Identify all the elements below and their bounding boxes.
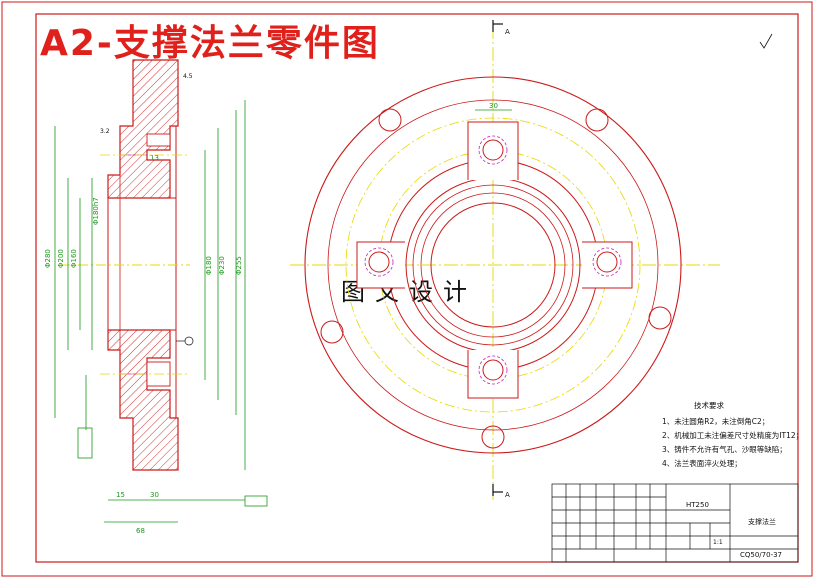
section-bore <box>107 197 177 331</box>
section-mark-top: A <box>505 28 510 36</box>
svg-text:68: 68 <box>136 527 145 535</box>
roughness-symbol <box>759 33 773 49</box>
tech-req-item-1: 1、未注圆角R2，未注倒角C2； <box>662 416 769 426</box>
title-block-scale: 1:1 <box>713 539 723 546</box>
title-block-material: HT250 <box>686 501 709 509</box>
svg-text:15: 15 <box>116 491 125 499</box>
tech-req-heading: 技术要求 <box>694 400 724 410</box>
section-hatch-top <box>107 59 179 199</box>
section-hatch-bottom <box>107 329 179 471</box>
title-block <box>551 483 799 563</box>
drawing-title: A2-支撑法兰零件图 <box>40 23 380 64</box>
tech-req-item-3: 3、铸件不允许有气孔、沙眼等缺陷； <box>662 444 787 454</box>
title-block-drawing-no: CQ50/70-37 <box>740 551 782 559</box>
svg-text:Φ160: Φ160 <box>70 249 78 268</box>
svg-text:Φ255: Φ255 <box>235 256 243 275</box>
svg-text:30: 30 <box>489 102 498 110</box>
section-mark-bottom: A <box>505 491 510 499</box>
tech-requirements: 技术要求 1、未注圆角R2，未注倒角C2； 2、机械加工未注偏差尺寸处精度为IT… <box>662 400 803 468</box>
tech-req-item-2: 2、机械加工未注偏差尺寸处精度为IT12； <box>662 430 803 440</box>
svg-text:Φ230: Φ230 <box>218 256 226 275</box>
svg-text:13: 13 <box>150 154 159 162</box>
inner-frame <box>35 13 799 563</box>
svg-text:30: 30 <box>150 491 159 499</box>
svg-text:Φ200: Φ200 <box>57 249 65 268</box>
title-block-part-name: 支撑法兰 <box>748 517 776 526</box>
svg-text:Φ180h7: Φ180h7 <box>92 197 100 225</box>
front-view: 30 A A <box>290 20 720 500</box>
svg-text:3.2: 3.2 <box>100 128 110 135</box>
tech-req-item-4: 4、法兰表面淬火处理； <box>662 458 742 468</box>
svg-text:Φ280: Φ280 <box>44 249 52 268</box>
section-view: Φ280 Φ200 Φ160 Φ180h7 Φ180 Φ230 Φ255 68 … <box>44 59 268 535</box>
svg-text:Φ180: Φ180 <box>205 256 213 275</box>
svg-text:4.5: 4.5 <box>183 73 193 80</box>
